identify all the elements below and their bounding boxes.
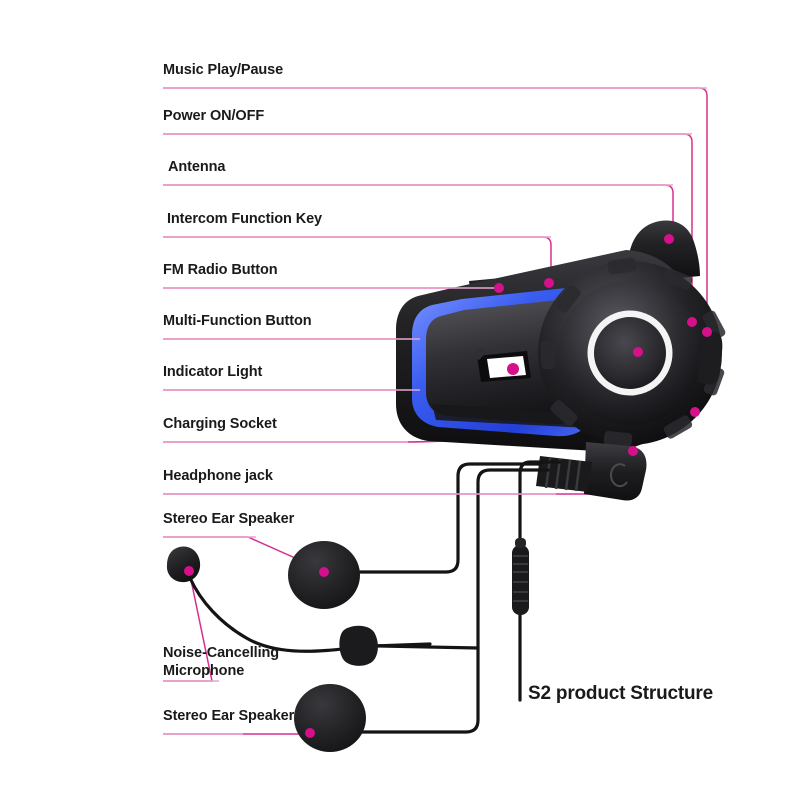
cable-clip <box>339 625 378 666</box>
marker-dot-fm-radio-button <box>494 283 504 293</box>
marker-dot-noise-cancelling-microphone <box>184 566 194 576</box>
marker-dot-charging-socket <box>690 407 700 417</box>
indicator-led-bezel <box>471 348 487 360</box>
lower-strip <box>432 404 590 428</box>
callout-label-charging-socket: Charging Socket <box>163 416 277 432</box>
callout-label-intercom-function-key: Intercom Function Key <box>167 211 323 227</box>
ear-speaker-bottom <box>294 684 366 752</box>
underline-group <box>163 87 707 735</box>
connector-loop <box>609 463 628 488</box>
connector-housing <box>584 442 647 501</box>
cable-top-speaker <box>350 462 542 574</box>
page-title: S2 product Structure <box>528 683 713 704</box>
callout-label-noise-cancelling-microphone: Noise-Cancelling Microphone <box>163 645 280 679</box>
marker-dot-stereo-ear-speaker-bottom <box>305 728 315 738</box>
marker-dot-intercom-function-key <box>544 278 554 288</box>
intercom-device <box>396 220 726 501</box>
callout-label-stereo-ear-speaker-bottom: Stereo Ear Speaker <box>163 708 295 724</box>
callout-label-music-play-pause: Music Play/Pause <box>163 62 284 78</box>
marker-dot-music-play-pause <box>702 327 712 337</box>
callout-label-power-on-off: Power ON/OFF <box>163 108 265 124</box>
cable-audio-plug <box>518 460 562 702</box>
marker-dot-headphone-jack <box>628 446 638 456</box>
jog-dial-center <box>594 317 666 389</box>
marker-dot-power-on-off <box>687 317 697 327</box>
cable-group <box>188 460 562 734</box>
callout-label-multi-function-button: Multi-Function Button <box>163 313 312 329</box>
jog-dial-ring-white <box>587 310 673 396</box>
boom-microphone <box>166 546 201 583</box>
marker-dot-indicator-light <box>507 363 519 375</box>
callout-label-antenna: Antenna <box>168 159 226 175</box>
callout-label-stereo-ear-speaker-top: Stereo Ear Speaker <box>163 511 295 527</box>
audio-plug <box>512 538 529 615</box>
marker-dot-antenna <box>664 234 674 244</box>
marker-dot-multi-function-button <box>633 347 643 357</box>
marker-dot-stereo-ear-speaker-top <box>319 567 329 577</box>
callout-label-indicator-light: Indicator Light <box>163 364 263 380</box>
indicator-led-lens <box>487 356 526 378</box>
jog-dial-ridges <box>540 257 726 448</box>
cable-bottom-speaker <box>358 468 550 734</box>
marker-dot-group <box>184 234 712 738</box>
callout-label-fm-radio-button: FM Radio Button <box>163 262 278 278</box>
cable-clip-run <box>376 644 480 650</box>
callout-label-headphone-jack: Headphone jack <box>163 468 273 484</box>
charging-socket-port <box>698 330 723 385</box>
